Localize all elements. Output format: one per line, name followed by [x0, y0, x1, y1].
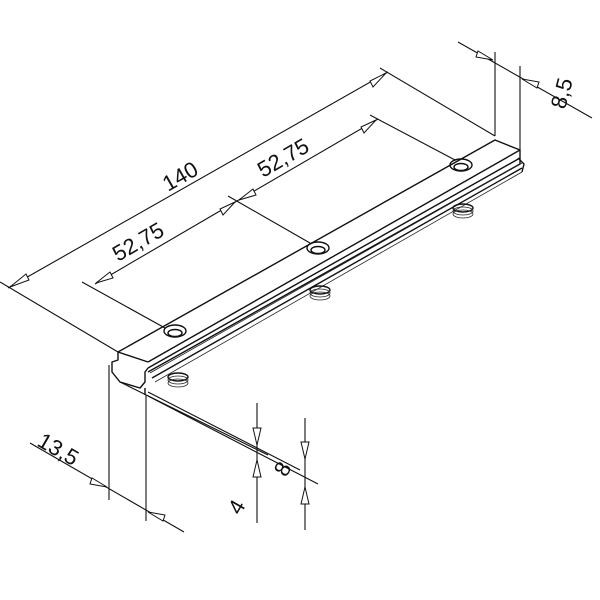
- dimension-width: 8,5: [457, 41, 593, 150]
- dimension-height-small: 4: [223, 403, 262, 523]
- dimension-spacing-right: 52,75: [227, 114, 456, 244]
- fastener-middle: [306, 241, 331, 301]
- fastener-right: [449, 158, 474, 219]
- dim-label-height-small: 4: [223, 495, 251, 518]
- fastener-left: [163, 324, 189, 388]
- dimension-height-large: 8: [269, 418, 310, 530]
- dimension-overall-length: 140: [0, 67, 496, 353]
- dimension-depth: 13,5: [29, 365, 185, 533]
- dimension-spacing-left: 52,75: [81, 200, 238, 329]
- rail-top-plate: [111, 139, 525, 395]
- dim-label-overall-length: 140: [158, 156, 202, 196]
- dim-label-depth: 13,5: [34, 428, 84, 471]
- dim-label-width: 8,5: [546, 75, 578, 111]
- rail-lower-edges: [119, 381, 319, 485]
- dim-label-spacing-right: 52,75: [253, 133, 313, 182]
